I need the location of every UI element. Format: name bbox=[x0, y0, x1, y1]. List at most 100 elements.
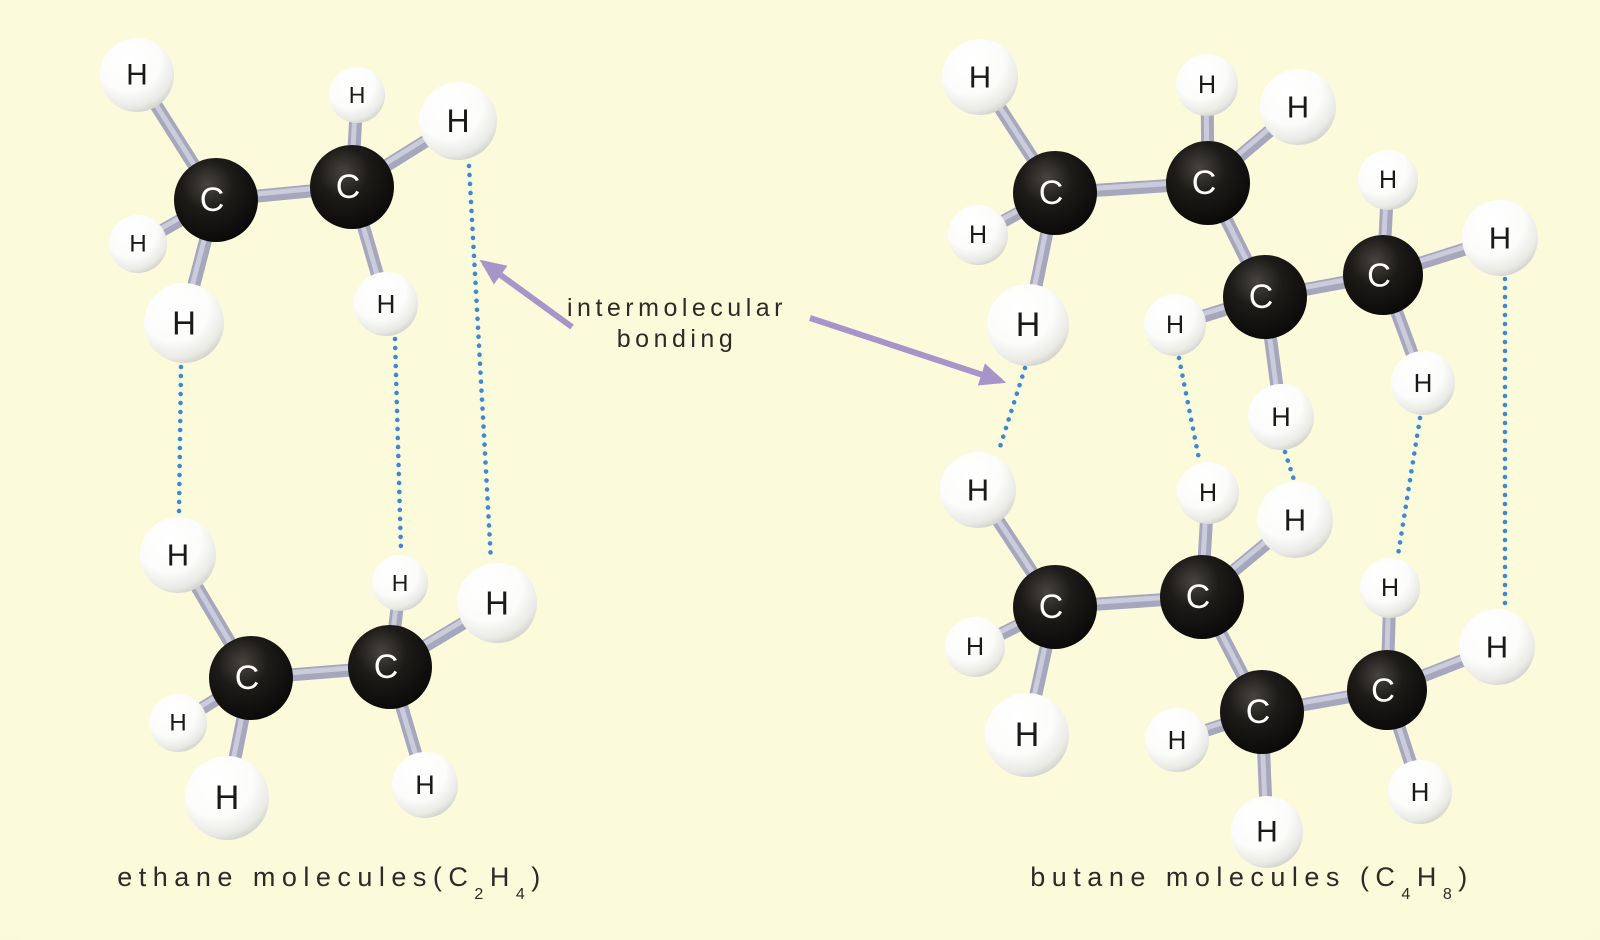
atom-label: H bbox=[485, 585, 509, 622]
ethane-caption-text: ethane molecules(C bbox=[117, 862, 475, 892]
hydrogen-atom: H bbox=[372, 555, 428, 611]
carbon-sphere bbox=[1013, 565, 1097, 649]
hydrogen-atom: H bbox=[1231, 796, 1303, 868]
carbon-atom: C bbox=[1013, 151, 1097, 235]
atom-label: C bbox=[1039, 174, 1064, 212]
carbon-sphere bbox=[174, 158, 258, 242]
carbon-sphere bbox=[1013, 151, 1097, 235]
hydrogen-sphere bbox=[372, 555, 428, 611]
hydrogen-atom: H bbox=[1248, 384, 1314, 450]
carbon-sphere bbox=[310, 145, 394, 229]
intermolecular-bond-dotted-line bbox=[1395, 415, 1423, 558]
hydrogen-sphere bbox=[1360, 558, 1420, 618]
atom-label: H bbox=[415, 770, 435, 800]
carbon-atom: C bbox=[1166, 141, 1250, 225]
atom-label: H bbox=[1256, 816, 1278, 849]
hydrogen-atom: H bbox=[940, 452, 1016, 528]
hydrogen-sphere bbox=[1391, 351, 1455, 415]
atom-label: H bbox=[1284, 503, 1306, 538]
ethane-caption-close: ) bbox=[531, 862, 547, 892]
hydrogen-sphere bbox=[354, 272, 418, 336]
carbon-sphere bbox=[1223, 255, 1307, 339]
hydrogen-sphere bbox=[149, 694, 207, 752]
hydrogen-atom: H bbox=[1260, 69, 1336, 145]
carbon-sphere bbox=[1347, 650, 1427, 730]
hydrogen-sphere bbox=[109, 215, 167, 273]
atom-label: H bbox=[392, 570, 409, 596]
hydrogen-atom: H bbox=[1176, 54, 1238, 116]
hydrogen-sphere bbox=[940, 452, 1016, 528]
intermolecular-bond-dotted-line bbox=[392, 336, 404, 554]
atom-label: H bbox=[1016, 306, 1041, 344]
atom-label: H bbox=[1199, 479, 1217, 507]
intermolecular-bonding-label-line2: bonding bbox=[616, 325, 738, 353]
atom-label: H bbox=[126, 59, 148, 92]
hydrogen-atom: H bbox=[987, 284, 1069, 366]
carbon-atom: C bbox=[1160, 555, 1244, 639]
hydrogen-sphere bbox=[1145, 708, 1209, 772]
atom-label: C bbox=[336, 168, 361, 206]
atom-label: C bbox=[1367, 257, 1391, 294]
atom-label: H bbox=[1379, 166, 1397, 194]
hydrogen-atom: H bbox=[945, 617, 1005, 677]
hydrogen-sphere bbox=[1462, 200, 1538, 276]
carbon-atom: C bbox=[1343, 235, 1423, 315]
hydrogen-sphere bbox=[419, 82, 497, 160]
hydrogen-atom: H bbox=[329, 67, 385, 123]
carbon-sphere bbox=[1160, 555, 1244, 639]
hydrogen-atom: H bbox=[457, 563, 537, 643]
intermolecular-bond-dotted-line bbox=[1176, 355, 1202, 462]
hydrogen-atom: H bbox=[149, 694, 207, 752]
atom-label: H bbox=[215, 779, 240, 817]
atom-label: H bbox=[349, 82, 366, 108]
hydrogen-atom: H bbox=[1257, 482, 1333, 558]
hydrogen-sphere bbox=[100, 38, 174, 112]
hydrogen-sphere bbox=[457, 563, 537, 643]
hydrogen-atom: H bbox=[1145, 708, 1209, 772]
hydrogen-atom: H bbox=[1177, 462, 1239, 524]
atom-label: C bbox=[1192, 164, 1217, 202]
hydrogen-sphere bbox=[392, 752, 458, 818]
carbon-sphere bbox=[1166, 141, 1250, 225]
hydrogen-atom: H bbox=[1391, 351, 1455, 415]
carbon-atom: C bbox=[174, 158, 258, 242]
butane-caption-subscript-2: 8 bbox=[1442, 886, 1459, 904]
butane-caption-subscript-1: 4 bbox=[1401, 886, 1417, 904]
atom-label: H bbox=[377, 289, 396, 319]
hydrogen-atom: H bbox=[1358, 150, 1418, 210]
hydrogen-sphere bbox=[1177, 462, 1239, 524]
butane-caption: butane molecules (C4H8) bbox=[1030, 862, 1473, 903]
hydrogen-sphere bbox=[1260, 69, 1336, 145]
carbon-sphere bbox=[1220, 670, 1304, 754]
hydrogen-atom: H bbox=[985, 693, 1069, 777]
atom-label: H bbox=[1486, 630, 1508, 665]
ethane-caption-subscript-2: 4 bbox=[515, 886, 532, 904]
atom-label: H bbox=[1411, 777, 1430, 807]
hydrogen-sphere bbox=[1459, 609, 1535, 685]
carbon-sphere bbox=[1343, 235, 1423, 315]
carbon-atom: C bbox=[1013, 565, 1097, 649]
atom-label: H bbox=[967, 473, 989, 508]
hydrogen-atom: H bbox=[392, 752, 458, 818]
hydrogen-atom: H bbox=[1459, 609, 1535, 685]
hydrogen-atom: H bbox=[1462, 200, 1538, 276]
hydrogen-sphere bbox=[1144, 294, 1206, 356]
atom-label: H bbox=[969, 60, 991, 95]
hydrogen-sphere bbox=[948, 205, 1008, 265]
atom-label: C bbox=[1249, 278, 1274, 316]
hydrogen-atom: H bbox=[948, 205, 1008, 265]
carbon-atom: C bbox=[310, 145, 394, 229]
hydrogen-sphere bbox=[987, 284, 1069, 366]
hydrogen-atom: H bbox=[419, 82, 497, 160]
hydrogen-sphere bbox=[140, 517, 216, 593]
atom-label: H bbox=[969, 221, 987, 249]
atom-label: H bbox=[1271, 402, 1291, 432]
hydrogen-atom: H bbox=[140, 517, 216, 593]
carbon-atom: C bbox=[348, 625, 432, 709]
atom-label: H bbox=[1168, 725, 1187, 755]
hydrogen-sphere bbox=[1388, 760, 1452, 824]
annotation-arrow bbox=[479, 259, 574, 330]
